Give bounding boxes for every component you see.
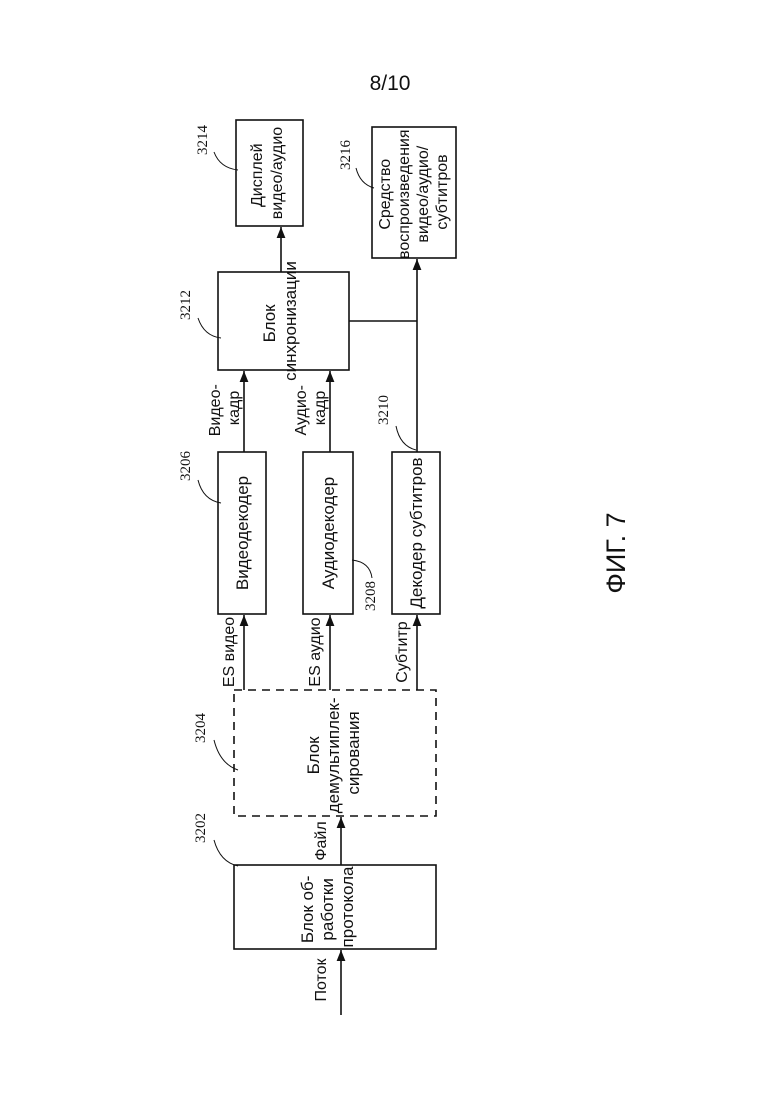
protocol-block-label: Блок об- работки протокола bbox=[298, 866, 357, 947]
sync-label-line: синхронизации bbox=[281, 261, 300, 381]
subtitle-decoder-label: Декодер субтитров bbox=[407, 457, 426, 608]
display-label-line: видео/аудио bbox=[269, 127, 286, 219]
ref-3210: 3210 bbox=[376, 395, 392, 425]
video-frame-label: Видео- кадр bbox=[207, 380, 243, 437]
audio-decoder-label: Аудиодекодер bbox=[319, 477, 338, 590]
video-frame-label-line: Видео- bbox=[207, 384, 224, 436]
demux-label-line: сирования bbox=[344, 711, 363, 794]
leader-3208 bbox=[352, 560, 372, 578]
subtitle-signal-label: Субтитр bbox=[394, 621, 411, 682]
ref-3214: 3214 bbox=[195, 125, 211, 156]
demux-label-line: демультиплек- bbox=[324, 697, 343, 813]
demux-block-label: Блок демультиплек- сирования bbox=[304, 693, 363, 814]
stream-label: Поток bbox=[313, 957, 330, 1001]
file-label: Файл bbox=[313, 821, 330, 860]
player-block-label: Средство воспроизведения видео/аудио/ су… bbox=[377, 125, 451, 259]
protocol-label-line: протокола bbox=[338, 866, 357, 947]
audio-frame-label-line: Аудио- bbox=[293, 385, 310, 435]
ref-3206: 3206 bbox=[178, 451, 194, 482]
leader-3214 bbox=[214, 152, 238, 170]
ref-3212: 3212 bbox=[178, 290, 194, 320]
video-decoder-label: Видеодекодер bbox=[233, 476, 252, 590]
leader-3210 bbox=[396, 426, 416, 450]
protocol-label-line: работки bbox=[318, 878, 337, 940]
sync-block-label: Блок синхронизации bbox=[260, 261, 300, 381]
player-label-line: видео/аудио/ bbox=[415, 145, 432, 242]
display-label-line: Дисплей bbox=[249, 143, 266, 207]
es-audio-label: ES аудио bbox=[307, 617, 324, 686]
es-video-label: ES видео bbox=[221, 617, 238, 687]
audio-frame-label: Аудио- кадр bbox=[293, 381, 329, 436]
display-block-label: Дисплей видео/аудио bbox=[249, 127, 286, 219]
audio-frame-label-line: кадр bbox=[312, 391, 329, 426]
player-label-line: воспроизведения bbox=[396, 129, 413, 259]
video-frame-label-line: кадр bbox=[226, 391, 243, 426]
ref-3204: 3204 bbox=[193, 713, 209, 744]
ref-3202: 3202 bbox=[193, 813, 209, 843]
figure-caption: ФИГ. 7 bbox=[601, 512, 631, 593]
page-number: 8/10 bbox=[370, 72, 411, 95]
ref-3208: 3208 bbox=[363, 581, 379, 611]
ref-3216: 3216 bbox=[338, 140, 354, 171]
player-label-line: Средство bbox=[377, 159, 394, 230]
leader-3202 bbox=[214, 840, 238, 866]
demux-label-line: Блок bbox=[304, 736, 323, 775]
player-label-line: субтитров bbox=[434, 154, 451, 229]
sync-label-line: Блок bbox=[260, 304, 279, 343]
protocol-label-line: Блок об- bbox=[298, 876, 317, 944]
